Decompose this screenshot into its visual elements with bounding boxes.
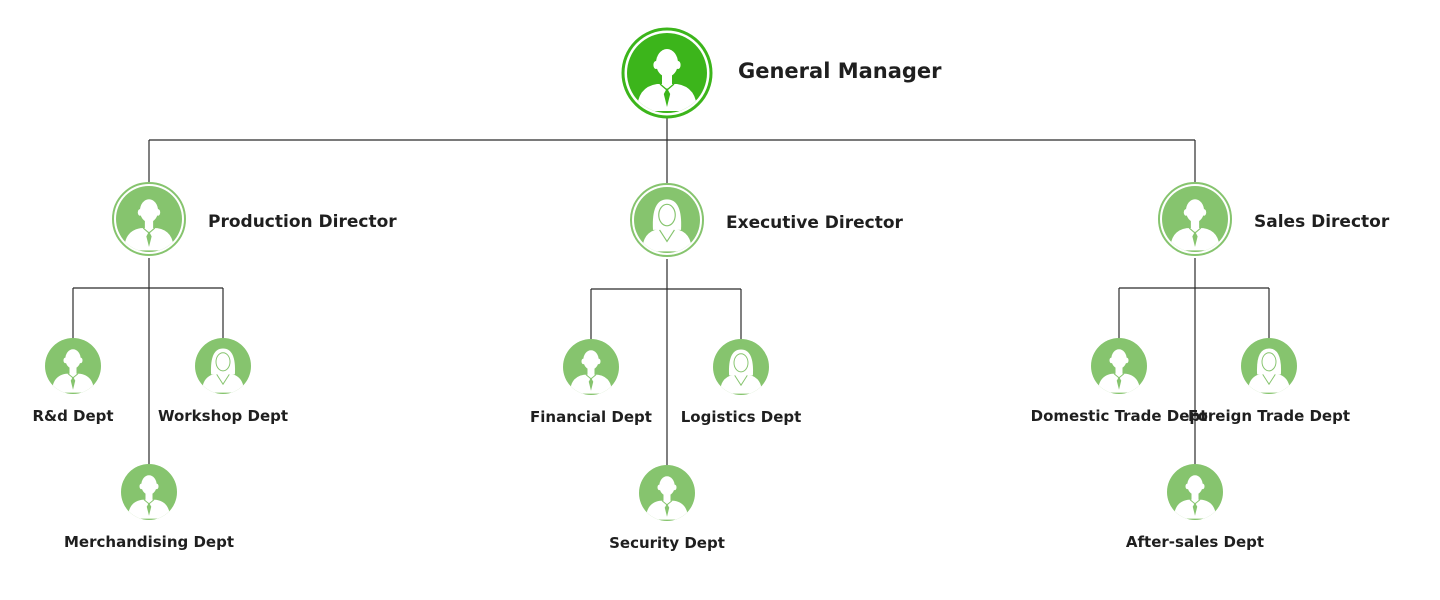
avatar-figure-group: [570, 350, 612, 394]
male-avatar-figure: [1170, 199, 1220, 251]
avatar-figure-group: [642, 199, 692, 252]
avatar-figure-group: [1248, 348, 1290, 393]
avatar-figure-group: [124, 199, 174, 251]
director-avatar-1: [630, 183, 704, 257]
director-avatar-2: [1158, 182, 1232, 256]
avatar-figure-group: [202, 348, 244, 393]
male-avatar-figure: [570, 350, 612, 394]
dept-avatar-1-1: [713, 339, 769, 395]
avatar-ring: [630, 183, 704, 257]
director-label-0: Production Director: [208, 212, 397, 232]
avatar-ring: [112, 182, 186, 256]
avatar-figure-group: [637, 49, 697, 111]
avatar-figure-group: [720, 349, 762, 394]
male-avatar-figure: [646, 476, 688, 520]
dept-avatar-2-1: [1241, 338, 1297, 394]
male-avatar-figure: [128, 475, 170, 519]
avatar-figure-group: [1098, 349, 1140, 393]
director-label-2: Sales Director: [1254, 212, 1390, 232]
avatar-figure-group: [52, 349, 94, 393]
general-manager-label: General Manager: [738, 59, 942, 83]
director-avatar-0: [112, 182, 186, 256]
female-avatar-figure: [1248, 348, 1290, 393]
dept-label-0-1: Workshop Dept: [158, 407, 288, 425]
dept-label-2-0: Domestic Trade Dept: [1031, 407, 1208, 425]
avatar-figure-group: [646, 476, 688, 520]
dept-avatar-1-2: [639, 465, 695, 521]
director-label-1: Executive Director: [726, 213, 904, 233]
dept-label-2-2: After-sales Dept: [1126, 533, 1264, 551]
dept-avatar-2-2: [1167, 464, 1223, 520]
dept-label-0-2: Merchandising Dept: [64, 533, 234, 551]
male-avatar-figure: [637, 49, 697, 111]
dept-label-0-0: R&d Dept: [32, 407, 113, 425]
dept-avatar-0-2: [121, 464, 177, 520]
avatar-ring: [621, 27, 713, 119]
dept-label-1-1: Logistics Dept: [681, 408, 802, 426]
avatar-figure-group: [1170, 199, 1220, 251]
male-avatar-figure: [52, 349, 94, 393]
dept-avatar-1-0: [563, 339, 619, 395]
female-avatar-figure: [202, 348, 244, 393]
dept-label-1-0: Financial Dept: [530, 408, 652, 426]
female-avatar-figure: [642, 199, 692, 252]
male-avatar-figure: [1174, 475, 1216, 519]
dept-label-1-2: Security Dept: [609, 534, 725, 552]
general-manager-avatar: [621, 27, 713, 119]
dept-avatar-0-1: [195, 338, 251, 394]
male-avatar-figure: [1098, 349, 1140, 393]
dept-avatar-0-0: [45, 338, 101, 394]
dept-avatar-2-0: [1091, 338, 1147, 394]
avatar-ring: [1158, 182, 1232, 256]
female-avatar-figure: [720, 349, 762, 394]
avatar-figure-group: [128, 475, 170, 519]
male-avatar-figure: [124, 199, 174, 251]
avatar-figure-group: [1174, 475, 1216, 519]
dept-label-2-1: Foreign Trade Dept: [1188, 407, 1350, 425]
